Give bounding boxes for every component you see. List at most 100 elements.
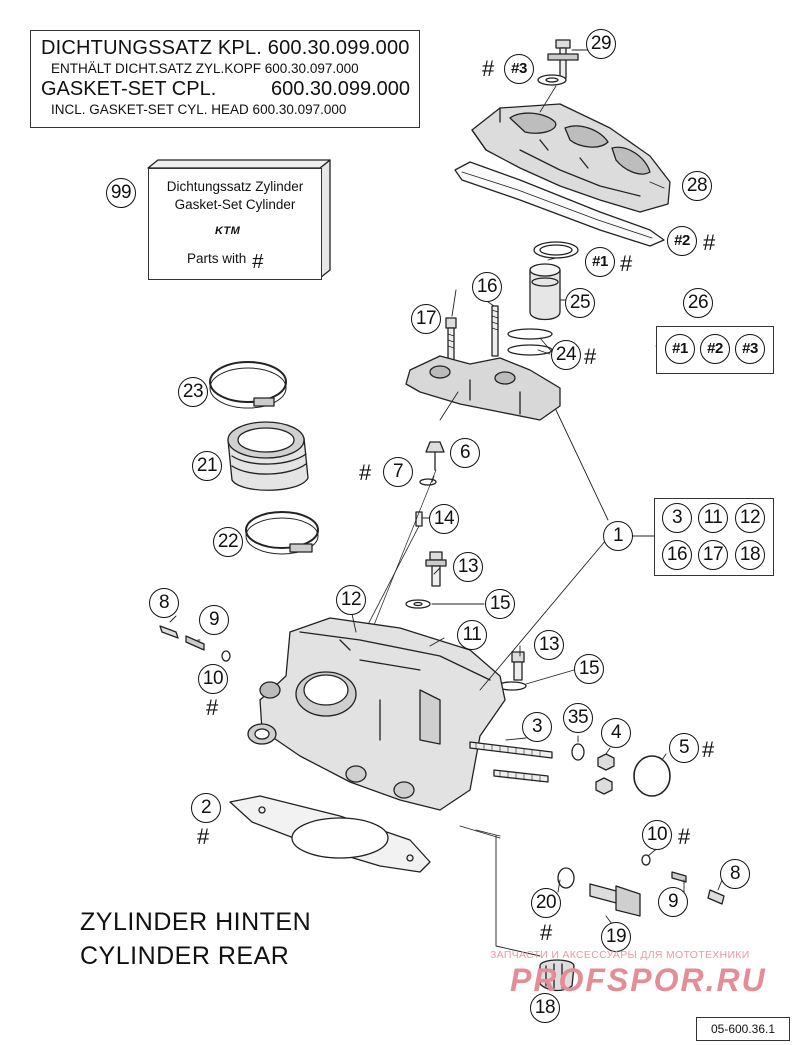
- parts-with-text: Parts with: [187, 251, 247, 266]
- callout-7[interactable]: 7: [383, 457, 413, 487]
- callout-18[interactable]: 18: [530, 993, 560, 1023]
- group-1-member-3[interactable]: 3: [662, 503, 692, 533]
- bolt-13-upper-part: [425, 551, 447, 587]
- callout-22[interactable]: 22: [213, 527, 243, 557]
- callout-20[interactable]: 20: [531, 888, 561, 918]
- bolt-16-part: [491, 305, 499, 357]
- cylinder-kit-line-2: Gasket-Set Cylinder: [174, 197, 296, 212]
- callout-15-upper[interactable]: 15: [485, 589, 515, 619]
- callout-12[interactable]: 12: [336, 585, 366, 615]
- callout-24[interactable]: 24: [551, 340, 581, 370]
- callout-10-left[interactable]: 10: [198, 664, 228, 694]
- group-26-member-2[interactable]: #2: [700, 334, 730, 364]
- washer-15-upper-part: [405, 599, 431, 609]
- callout-16[interactable]: 16: [472, 272, 502, 302]
- callout-29[interactable]: 29: [586, 29, 616, 59]
- hash-mark-10-left: #: [206, 695, 219, 720]
- callout-hash-1[interactable]: #1: [585, 247, 615, 277]
- cylinder-kit-parts-note: Parts with #: [187, 251, 263, 273]
- callout-9-left[interactable]: 9: [199, 605, 229, 635]
- kit-line-1: DICHTUNGSSATZ KPL. 600.30.099.000: [41, 37, 410, 59]
- group-1-member-17[interactable]: 17: [698, 540, 728, 570]
- watermark-logo: PROFSPOR.RU: [510, 962, 767, 998]
- hash-mark-7: #: [359, 460, 372, 485]
- washer-35-part: [571, 743, 585, 761]
- watermark-text: ЗАПЧАСТИ И АКСЕССУАРЫ ДЛЯ МОТОТЕХНИКИ: [490, 949, 750, 961]
- sensor-8-right-part: [707, 889, 725, 905]
- callout-14[interactable]: 14: [429, 504, 459, 534]
- sensor-9-left-part: [185, 635, 205, 651]
- callout-11[interactable]: 11: [457, 620, 487, 650]
- group-1-member-18[interactable]: 18: [735, 540, 765, 570]
- hash-mark-3: #: [482, 56, 495, 81]
- callout-2[interactable]: 2: [191, 793, 221, 823]
- hash-mark-10-right: #: [678, 824, 691, 849]
- cylinder-kit-line-1: Dichtungssatz Zylinder: [166, 179, 304, 194]
- nuts-4-part: [595, 753, 615, 795]
- callout-99[interactable]: 99: [106, 178, 136, 208]
- cylinder-kit-box-side: [147, 159, 331, 279]
- temperature-sensor-19-part: [589, 883, 641, 917]
- callout-23[interactable]: 23: [178, 377, 208, 407]
- group-1-member-16[interactable]: 16: [662, 540, 692, 570]
- group-26-member-1[interactable]: #1: [665, 334, 695, 364]
- callout-hash-2[interactable]: #2: [667, 226, 697, 256]
- hash-mark-20: #: [540, 920, 553, 945]
- callout-13-upper[interactable]: 13: [453, 552, 483, 582]
- callout-5[interactable]: 5: [669, 733, 699, 763]
- callout-19[interactable]: 19: [601, 922, 631, 952]
- hash-mark-2: #: [703, 230, 716, 255]
- plug-18-part: [539, 959, 575, 992]
- callout-35[interactable]: 35: [563, 703, 593, 733]
- spark-plug-sleeve-part: [529, 263, 561, 321]
- washer-20-part: [557, 867, 575, 889]
- kit-line-3: GASKET-SET CPL. 600.30.099.000: [41, 78, 410, 101]
- o-rings-24-part: [507, 328, 553, 356]
- sensor-8-left-part: [159, 625, 179, 639]
- callout-6[interactable]: 6: [450, 438, 480, 468]
- diagram-reference-number: 05-600.36.1: [696, 1017, 790, 1041]
- washer-10-left-part: [221, 650, 231, 662]
- intake-manifold-21-part: [227, 421, 309, 491]
- group-1-member-11[interactable]: 11: [698, 503, 728, 533]
- callout-9-right[interactable]: 9: [658, 887, 688, 917]
- hose-clamp-23-part: [209, 361, 287, 409]
- hash-mark-2-gasket: #: [197, 824, 210, 849]
- sensor-9-right-part: [671, 871, 687, 883]
- callout-13-right[interactable]: 13: [534, 630, 564, 660]
- hose-clamp-22-part: [245, 511, 319, 555]
- head-gasket-part: [229, 795, 431, 873]
- callout-10-right[interactable]: 10: [642, 820, 672, 850]
- callout-15-right[interactable]: 15: [574, 654, 604, 684]
- ktm-logo: KTM: [215, 225, 241, 237]
- caption-german: ZYLINDER HINTEN: [80, 908, 312, 936]
- studs-3-part: [469, 741, 553, 783]
- callout-8-left[interactable]: 8: [149, 588, 179, 618]
- cylinder-gasket-kit-box: Dichtungssatz Zylinder Gasket-Set Cylind…: [148, 168, 322, 280]
- washer-10-right-part: [641, 854, 651, 866]
- callout-8-right[interactable]: 8: [720, 859, 750, 889]
- callout-3[interactable]: 3: [522, 712, 552, 742]
- gasket-set-title-box: DICHTUNGSSATZ KPL. 600.30.099.000 ENTHÄL…: [30, 30, 420, 128]
- kit-line-3-label: GASKET-SET CPL.: [41, 78, 217, 100]
- cylinder-head-part: [247, 617, 506, 811]
- group-1-member-12[interactable]: 12: [735, 503, 765, 533]
- group-26-member-3[interactable]: #3: [735, 334, 765, 364]
- callout-25[interactable]: 25: [565, 288, 595, 318]
- callout-21[interactable]: 21: [192, 451, 222, 481]
- ring-7-part: [419, 478, 437, 486]
- callout-28[interactable]: 28: [682, 171, 712, 201]
- hash-mark-24: #: [584, 344, 597, 369]
- callout-hash-3[interactable]: #3: [504, 54, 534, 84]
- parts-hash-mark: #: [252, 251, 264, 273]
- leader-lines: [169, 49, 723, 1001]
- bolt-29-part: [537, 39, 579, 113]
- callout-1[interactable]: 1: [603, 521, 633, 551]
- callout-4[interactable]: 4: [601, 718, 631, 748]
- camshaft-bridge-part: [405, 355, 561, 421]
- callout-26[interactable]: 26: [683, 288, 713, 318]
- kit-line-4: INCL. GASKET-SET CYL. HEAD 600.30.097.00…: [51, 102, 347, 117]
- callout-17[interactable]: 17: [411, 304, 441, 334]
- pin-14-part: [359, 469, 437, 641]
